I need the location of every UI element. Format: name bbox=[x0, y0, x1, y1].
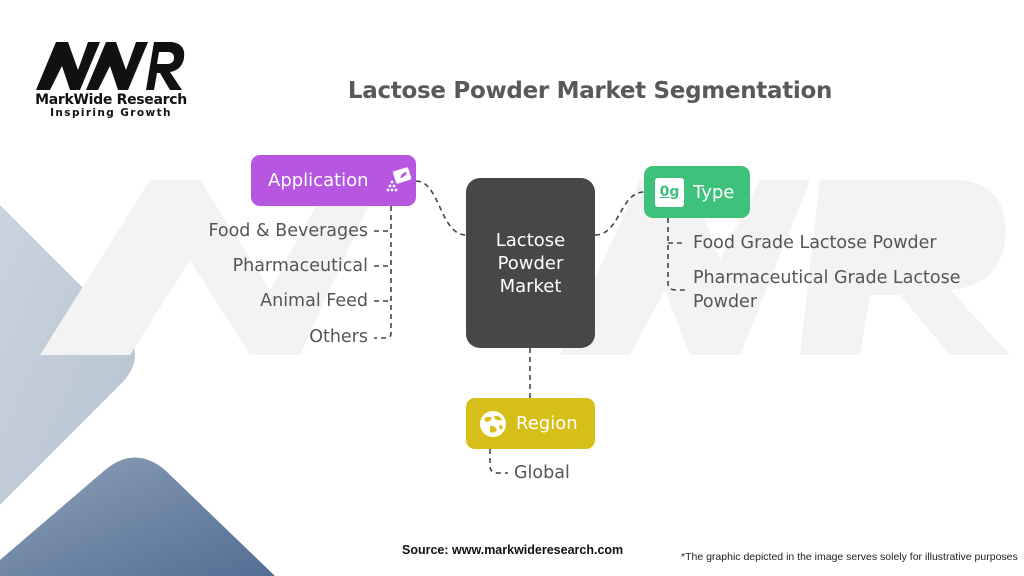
page-title: Lactose Powder Market Segmentation bbox=[347, 78, 833, 104]
application-item: Others bbox=[309, 327, 368, 347]
category-region: Region bbox=[466, 398, 595, 449]
application-item: Food & Beverages bbox=[208, 221, 368, 241]
type-item: Powder bbox=[693, 292, 758, 312]
disclaimer-text: *The graphic depicted in the image serve… bbox=[681, 551, 1018, 563]
category-region-label: Region bbox=[516, 413, 578, 434]
category-type: 0g Type bbox=[644, 166, 750, 218]
center-node-label: Lactose Powder Market bbox=[495, 229, 566, 297]
type-item: Pharmaceutical Grade Lactose bbox=[693, 268, 961, 288]
brand-name: MarkWide Research bbox=[35, 92, 187, 108]
application-item: Animal Feed bbox=[260, 291, 368, 311]
connector-application-center bbox=[415, 180, 467, 236]
brand-logo-mark bbox=[36, 42, 185, 90]
region-item: Global bbox=[514, 463, 570, 483]
connector-type-center bbox=[594, 191, 645, 236]
category-type-label: Type bbox=[693, 181, 735, 203]
connector-type-items bbox=[667, 218, 688, 291]
deco-shape-dark bbox=[0, 457, 275, 576]
source-text: Source: www.markwideresearch.com bbox=[402, 543, 624, 557]
type-item: Food Grade Lactose Powder bbox=[693, 233, 937, 253]
globe-icon bbox=[480, 410, 506, 437]
type-badge-icon: 0g bbox=[655, 177, 684, 207]
brand-tagline: Inspiring Growth bbox=[50, 107, 172, 119]
connector-region-items bbox=[489, 449, 508, 474]
category-application-label: Application bbox=[268, 170, 369, 191]
category-application: Application bbox=[251, 155, 416, 206]
connector-application-items bbox=[374, 206, 392, 339]
center-node: Lactose Powder Market bbox=[466, 178, 595, 348]
sprinkle-packet-icon bbox=[386, 166, 411, 191]
application-item: Pharmaceutical bbox=[232, 256, 368, 276]
